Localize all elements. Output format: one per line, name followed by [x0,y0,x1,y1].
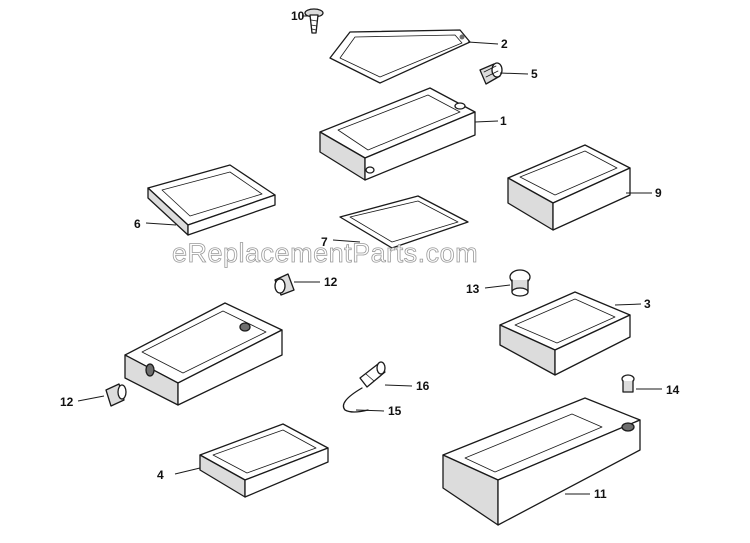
part-16-nipple [359,361,386,388]
callout-9: 3 [644,297,651,311]
callout-12-lower: 12 [60,395,74,409]
callout-14: 14 [666,383,680,397]
callout-4: 5 [531,67,538,81]
part-10-tray [199,423,329,498]
part-14-fitting [621,374,635,393]
part-7-box [507,144,631,231]
part-13-fitting [509,269,531,297]
part-2-gasket [329,29,471,84]
part-9-box [499,291,631,376]
part-12-plug-lower [105,383,127,407]
part-11-base [442,397,641,526]
watermark-text: eReplacementParts.com [172,238,479,269]
callout-1: 1 [500,114,507,128]
callout-13: 13 [466,282,480,296]
part-5-frame [147,164,276,236]
callout-labels: 10 2 5 1 6 7 9 12 13 3 12 16 15 14 4 11 [60,9,680,501]
part-1-box [319,87,476,181]
part-15-wire [342,387,369,413]
callout-3: 10 [291,9,305,23]
part-box-left [124,302,283,406]
callout-10: 4 [157,468,164,482]
callout-7: 9 [655,186,662,200]
callout-15: 15 [388,404,402,418]
part-12-plug-upper [274,273,295,296]
part-4-plug [479,62,503,85]
leader-lines [77,15,662,495]
callout-12-upper: 12 [324,275,338,289]
callout-11: 11 [594,487,607,501]
part-3-screw [304,8,324,34]
callout-6: 7 [321,235,328,249]
callout-2: 2 [501,37,508,51]
callout-16: 16 [416,379,430,393]
callout-5: 6 [134,217,141,231]
part-6-gasket [339,195,469,249]
